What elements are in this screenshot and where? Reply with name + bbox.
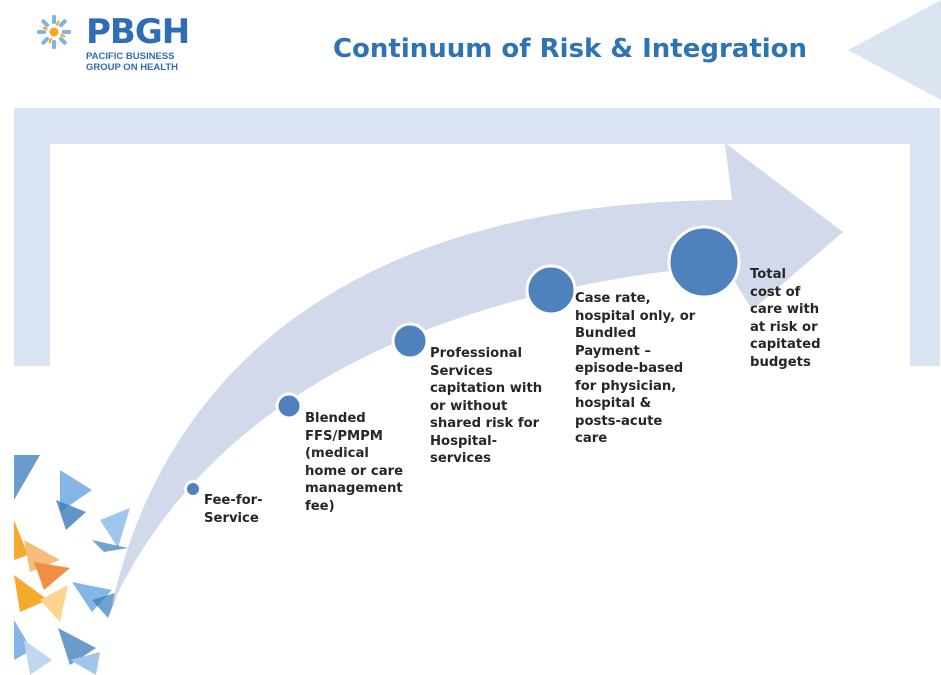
stage-label-total-cost-of-care: Total cost of care with at risk or capit…: [750, 267, 821, 370]
logo-subtitle-line1: PACIFIC BUSINESS: [86, 51, 175, 62]
stage-label-fee-for-service: Fee-for- Service: [204, 493, 263, 526]
slide-title: Continuum of Risk & Integration: [332, 34, 808, 64]
stage-label-professional-capitation: Professional Services capitation with or…: [430, 346, 543, 466]
stage-label-blended-ffs-pmpm: Blended FFS/PMPM (medical home or care m…: [305, 411, 404, 514]
frame-top-bar: [14, 108, 940, 144]
triangle-mosaic: [14, 455, 130, 675]
stage-circle-2: [275, 392, 303, 420]
stage-circle-4: [525, 264, 577, 316]
corner-triangle: [848, 0, 941, 100]
continuum-arrow: [112, 143, 843, 605]
stage-circle-5: [667, 225, 741, 299]
logo-subtitle: PACIFIC BUSINESS GROUP ON HEALTH: [86, 51, 178, 73]
frame-right-bar: [910, 108, 940, 366]
stage-circle-1: [184, 480, 202, 498]
frame-left-bar: [14, 108, 50, 366]
sunburst-icon: [37, 15, 71, 49]
stage-circle-3: [391, 322, 429, 360]
logo-wordmark: PBGH: [86, 12, 190, 52]
pbgh-logo: PBGH PACIFIC BUSINESS GROUP ON HEALTH: [34, 10, 190, 80]
logo-subtitle-line2: GROUP ON HEALTH: [86, 62, 179, 73]
stage-label-case-rate-bundled: Case rate, hospital only, or Bundled Pay…: [575, 291, 696, 446]
